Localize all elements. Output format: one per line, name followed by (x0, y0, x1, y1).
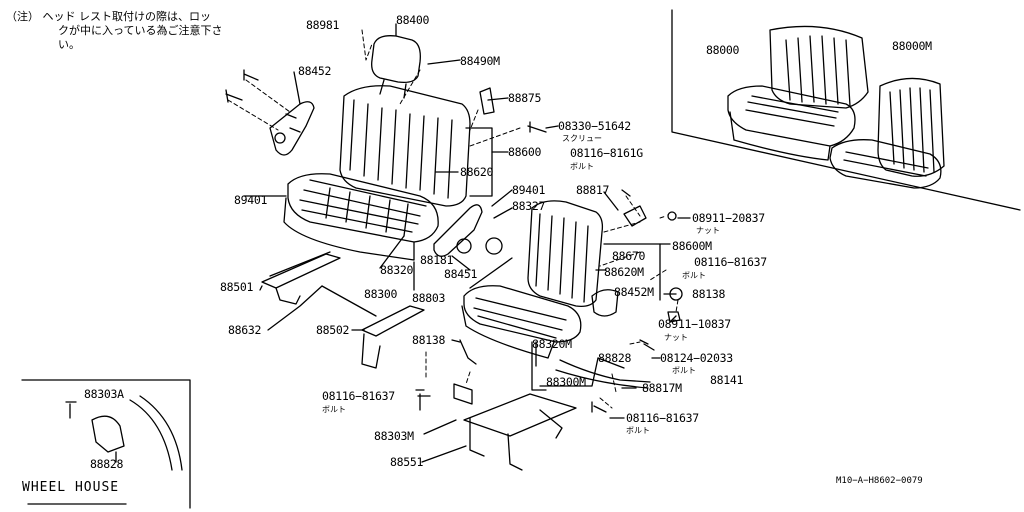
part-label-88000: 88000 (706, 43, 740, 57)
part-sublabel-bolt-3: ボルト (672, 366, 696, 375)
bolt-88138-left-drawing (459, 339, 477, 365)
seat-adjuster-88828-drawing (555, 359, 651, 389)
part-label-88600: 88600 (508, 145, 542, 159)
part-label-88303A: 88303A (84, 387, 124, 401)
drawing-code: M10−A−H8602−0079 (836, 476, 923, 486)
part-sublabel-screw: スクリュー (562, 134, 602, 143)
bracket-88875-drawing (479, 87, 495, 115)
part-label-88303M: 88303M (374, 429, 414, 443)
part-label-88620: 88620 (460, 165, 494, 179)
bench-seat-cushion-88300-drawing (283, 173, 439, 261)
part-label-88327: 88327 (512, 199, 546, 213)
part-label-88141: 88141 (710, 373, 744, 387)
part-label-88451: 88451 (444, 267, 478, 281)
part-label-88875: 88875 (508, 91, 542, 105)
dashed-guide-lines (227, 29, 679, 409)
part-label-88501: 88501 (220, 280, 254, 294)
part-label-88828: 88828 (598, 351, 632, 365)
bracket-88452M-drawing (591, 289, 619, 317)
part-label-88817: 88817 (576, 183, 610, 197)
part-sublabel-bolt-2: ボルト (682, 271, 706, 280)
part-label-88320: 88320 (380, 263, 414, 277)
part-label-08911-10837: 08911−10837 (658, 317, 731, 331)
bench-seat-back-88600-drawing (339, 85, 471, 207)
installation-note: （注） ヘッド レスト取付けの際は、ロッ クが中に入っている為ご注意下さ い。 (6, 10, 222, 52)
bucket-seat-88000M-drawing (829, 77, 945, 189)
part-label-08116-8161G: 08116−8161G (570, 146, 643, 160)
part-sublabel-bolt-4: ボルト (322, 405, 346, 414)
part-label-89401-left: 89401 (234, 193, 268, 207)
part-sublabel-nut-2: ナット (664, 333, 688, 342)
part-label-88828-inset: 88828 (90, 457, 124, 471)
part-label-88300: 88300 (364, 287, 398, 301)
part-label-88138-right: 88138 (692, 287, 726, 301)
note-line-1: （注） ヘッド レスト取付けの際は、ロッ (6, 10, 211, 23)
part-label-08124-02033: 08124−02033 (660, 351, 733, 365)
part-label-88181: 88181 (420, 253, 454, 267)
wheel-house-inset-drawing (21, 379, 191, 509)
part-sublabel-nut-1: ナット (696, 226, 720, 235)
bolt-08116-81637-left-drawing (415, 389, 425, 411)
bucket-seat-back-88600M-drawing (527, 200, 604, 308)
part-label-88138-left: 88138 (412, 333, 446, 347)
part-label-88803: 88803 (412, 291, 446, 305)
bucket-seat-cushion-88300M-drawing (461, 285, 582, 359)
seat-frame-88551-drawing (463, 393, 577, 471)
hinge-bracket-89401-left-drawing (269, 101, 315, 156)
part-label-88300M: 88300M (546, 375, 586, 389)
part-label-88551: 88551 (390, 455, 424, 469)
part-label-08116-81637-b: 08116−81637 (322, 389, 395, 403)
part-label-08911-20837: 08911−20837 (692, 211, 765, 225)
leader-lines (243, 23, 691, 463)
bench-seat-88000-drawing (727, 25, 869, 161)
bolt-08124-02033-drawing (639, 339, 655, 351)
note-line-3: い。 (58, 38, 80, 51)
part-label-88452M: 88452M (614, 285, 654, 299)
bracket-88303M-drawing (453, 383, 473, 405)
part-sublabel-bolt-5: ボルト (626, 426, 650, 435)
part-label-08116-81637-c: 08116−81637 (626, 411, 699, 425)
part-label-88670: 88670 (612, 249, 646, 263)
part-label-88000M: 88000M (892, 39, 932, 53)
part-label-88490M: 88490M (460, 54, 500, 68)
headrest-88400-drawing (371, 35, 421, 99)
part-label-88400: 88400 (396, 13, 430, 27)
inset-frame-assembled-seats (671, 9, 1021, 211)
part-label-89401-mid: 89401 (512, 183, 546, 197)
part-label-08330-51642: 08330−51642 (558, 119, 631, 133)
part-label-88817M: 88817M (642, 381, 682, 395)
nut-08911-20837-drawing (667, 211, 677, 221)
part-sublabel-bolt-1: ボルト (570, 162, 594, 171)
note-line-2: クが中に入っている為ご注意下さ (58, 24, 223, 37)
screw-08330-drawing (527, 121, 547, 133)
floor-rail-88501-drawing (261, 251, 341, 305)
part-label-88320M: 88320M (532, 337, 572, 351)
nut-08911-10837-drawing (667, 311, 681, 323)
part-label-88452: 88452 (298, 64, 332, 78)
bolt-08116-81637-right-drawing (591, 401, 607, 413)
part-label-88981: 88981 (306, 18, 340, 32)
wheel-house-label: WHEEL HOUSE (22, 480, 120, 495)
part-label-88632: 88632 (228, 323, 262, 337)
rod-88632-drawing (321, 285, 377, 317)
hinge-89401-mid-drawing (433, 204, 503, 257)
part-label-88600M: 88600M (672, 239, 712, 253)
part-label-88620M: 88620M (604, 265, 644, 279)
rear-rail-88502-drawing (361, 305, 425, 369)
part-label-08116-81637-a: 08116−81637 (694, 255, 767, 269)
bolt-88452-drawing (225, 69, 259, 103)
part-label-88502: 88502 (316, 323, 350, 337)
